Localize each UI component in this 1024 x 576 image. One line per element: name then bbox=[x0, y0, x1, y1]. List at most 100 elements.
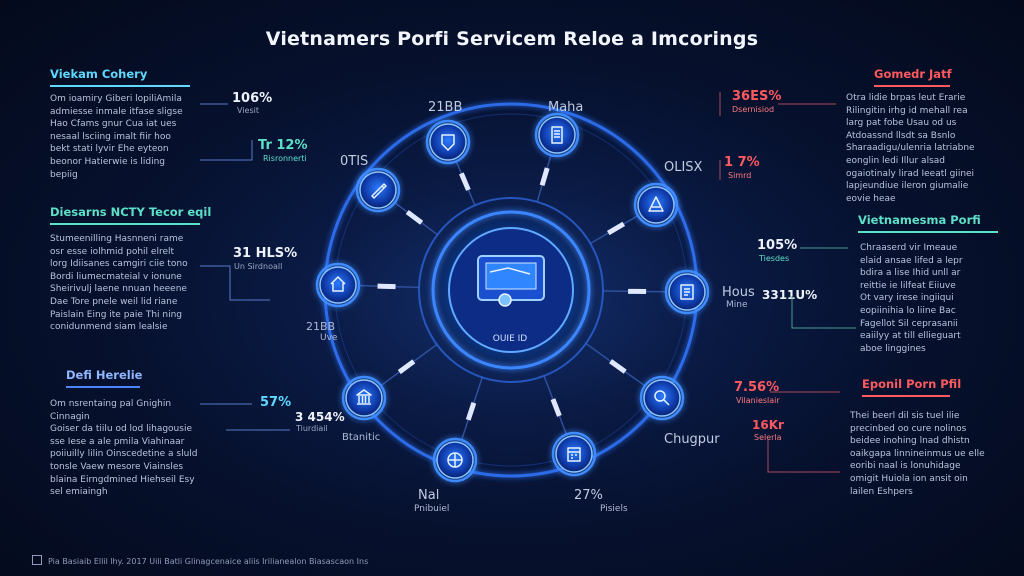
paragraph-line: eaiilyy at till ellieguart bbox=[860, 331, 961, 342]
paragraph-line: Hao Cfams gnur Cua iat ues bbox=[50, 119, 177, 130]
hub-label: OUIE ID bbox=[492, 334, 528, 344]
left-stat-5-sub: Tiurdiail bbox=[296, 424, 328, 433]
footer-icon bbox=[32, 555, 42, 565]
node-halo bbox=[315, 262, 361, 308]
right-panel-2-text: Chraaserd vir Imeaue elaid ansae lifed a … bbox=[860, 242, 1000, 355]
paragraph-line: precinbed oo cure nolinos bbox=[850, 423, 967, 434]
node-halo bbox=[425, 119, 471, 165]
node-halo bbox=[432, 437, 478, 483]
node-top-left[interactable] bbox=[425, 119, 471, 165]
node-right[interactable] bbox=[664, 269, 710, 315]
left-panel-1-heading: Viekam Cohery bbox=[50, 67, 190, 87]
node-upper-right[interactable] bbox=[633, 182, 679, 228]
node-halo bbox=[551, 431, 597, 477]
node-label-left: 21BB bbox=[306, 320, 336, 333]
right-stat-5-sub: Vilanieslair bbox=[736, 396, 780, 405]
footer: Pia Basiaib Ellil lhy. 2017 Uili Batli G… bbox=[32, 555, 368, 566]
node-circle bbox=[643, 379, 681, 417]
right-panel-2-heading: Vietnamesma Porfi bbox=[858, 213, 998, 233]
paragraph-line: beonor Hatierwie is liding bbox=[50, 156, 166, 167]
right-stat-1-value: 36ES% bbox=[732, 89, 782, 104]
node-halo bbox=[534, 112, 580, 158]
left-connectors bbox=[200, 103, 290, 431]
left-stat-2-value: Tr 12% bbox=[258, 138, 308, 153]
paragraph-line: sse Iese a ale pmila Viahinaar bbox=[50, 436, 185, 447]
paragraph-line: oaikgapa linnineinmus ue elle bbox=[850, 448, 985, 459]
paragraph-line: Chraaserd vir Imeaue bbox=[860, 243, 958, 253]
paragraph-line: elaid ansae lifed a lepr bbox=[860, 255, 963, 266]
left-panel-3-underline bbox=[66, 386, 140, 388]
connector-line bbox=[200, 140, 253, 161]
node-label-lower-left: Btanitic bbox=[342, 432, 381, 443]
paragraph-line: reittie ie lilfeat Eiiuve bbox=[860, 280, 956, 291]
spoke-tag bbox=[405, 209, 424, 225]
inner-ring-outer bbox=[418, 197, 604, 383]
node-label-upper-right: OLISX bbox=[664, 160, 703, 175]
node-halo bbox=[639, 375, 685, 421]
node-bottom-left[interactable] bbox=[432, 437, 478, 483]
paragraph-line: larg pat fobe Usau od us bbox=[846, 118, 957, 129]
paragraph-line: Bordi liumecmateial v ionune bbox=[50, 271, 182, 282]
node-sub-right: Mine bbox=[726, 300, 748, 310]
paragraph-line: blaina Eirngdmined Hiehseil Esy bbox=[50, 474, 195, 485]
right-stat-2-value: 1 7% bbox=[724, 155, 760, 170]
node-bottom-right[interactable] bbox=[551, 431, 597, 477]
node-sub-bottom-left: Pnibuiel bbox=[414, 504, 450, 514]
paragraph-line: Ot vary irese ingiiqui bbox=[860, 293, 954, 304]
bank-icon bbox=[356, 389, 372, 405]
paragraph-line: poiiuilly lilin Oinscedetine a sluld bbox=[50, 449, 198, 460]
right-stat-5-value: 7.56% bbox=[734, 380, 780, 395]
paragraph-line: Thei beerl dil sis tuel ilie bbox=[850, 411, 960, 421]
spoke-tag bbox=[609, 359, 627, 374]
paragraph-line: aboe linggines bbox=[860, 343, 926, 354]
paragraph-line: eovie heae bbox=[846, 193, 896, 204]
spoke-tag bbox=[459, 172, 471, 191]
paragraph-line: Om ioamiry Giberi lopiliAmila bbox=[50, 94, 182, 104]
node-label-upper-left: 0TIS bbox=[340, 154, 369, 169]
paragraph-line: bekt stati lyvir Ehe eyteon bbox=[50, 144, 169, 155]
node-sub-left: Uve bbox=[320, 333, 338, 343]
node-label-top-left: 21BB bbox=[428, 100, 463, 115]
node-circle bbox=[429, 123, 467, 161]
paragraph-line: Rilingitin irhg id mehall rea bbox=[846, 105, 968, 116]
node-lower-right[interactable] bbox=[639, 375, 685, 421]
spoke-tag bbox=[628, 288, 647, 295]
left-panel-3-heading: Defi Herelie bbox=[66, 368, 142, 388]
node-top[interactable] bbox=[534, 112, 580, 158]
calendar-icon bbox=[567, 447, 581, 462]
node-circle bbox=[345, 379, 383, 417]
report-icon bbox=[680, 284, 694, 300]
left-panel-2-heading: Diesarns NCTY Tecor eqil bbox=[50, 205, 211, 225]
node-left[interactable] bbox=[315, 262, 361, 308]
right-panel-1-heading: Gomedr Jatf bbox=[874, 67, 952, 87]
node-lower-left[interactable] bbox=[341, 375, 387, 421]
connector-line bbox=[200, 265, 270, 301]
right-panel-3-text: Thei beerl dil sis tuel ilie precinbed oo… bbox=[850, 410, 1000, 498]
right-panel-3-underline bbox=[862, 395, 950, 397]
right-stat-1-sub: Dsernisiod bbox=[732, 105, 775, 114]
paragraph-line: Atdoassnd llsdt sa Bsnlo bbox=[846, 130, 956, 141]
paragraph-line: ogaiotinaly lirad Ieeatl giinei bbox=[846, 168, 975, 179]
right-teal-connectors bbox=[791, 247, 856, 329]
paragraph-line: Fagellot Sil ceprasanii bbox=[860, 318, 958, 329]
spoke-tag bbox=[539, 167, 550, 187]
globe-icon bbox=[447, 452, 463, 468]
left-panel-2-underline bbox=[50, 223, 200, 225]
node-circle bbox=[555, 435, 593, 473]
node-circle bbox=[319, 266, 357, 304]
node-label-top: Maha bbox=[548, 100, 584, 115]
paragraph-line: eoribi naal is lonuhidage bbox=[850, 461, 961, 472]
page-title: Vietnamers Porfi Servicem Reloe a Imcori… bbox=[265, 28, 759, 50]
paragraph-line: Paislain Eing ite paie Thi ning bbox=[50, 309, 183, 320]
paragraph-line: Sharaadigu/ulenria latriabne bbox=[846, 143, 975, 154]
paragraph-line: sel emiaingh bbox=[50, 487, 108, 498]
spoke-tag bbox=[377, 283, 396, 290]
paragraph-line: Stumeenilling Hasnneni rame bbox=[50, 234, 184, 244]
search-icon bbox=[654, 390, 670, 406]
node-upper-left[interactable] bbox=[355, 167, 401, 213]
node-label-lower-right: Chugpur bbox=[664, 432, 720, 447]
right-connectors bbox=[719, 92, 840, 473]
right-stat-6-sub: Selerla bbox=[754, 433, 782, 442]
